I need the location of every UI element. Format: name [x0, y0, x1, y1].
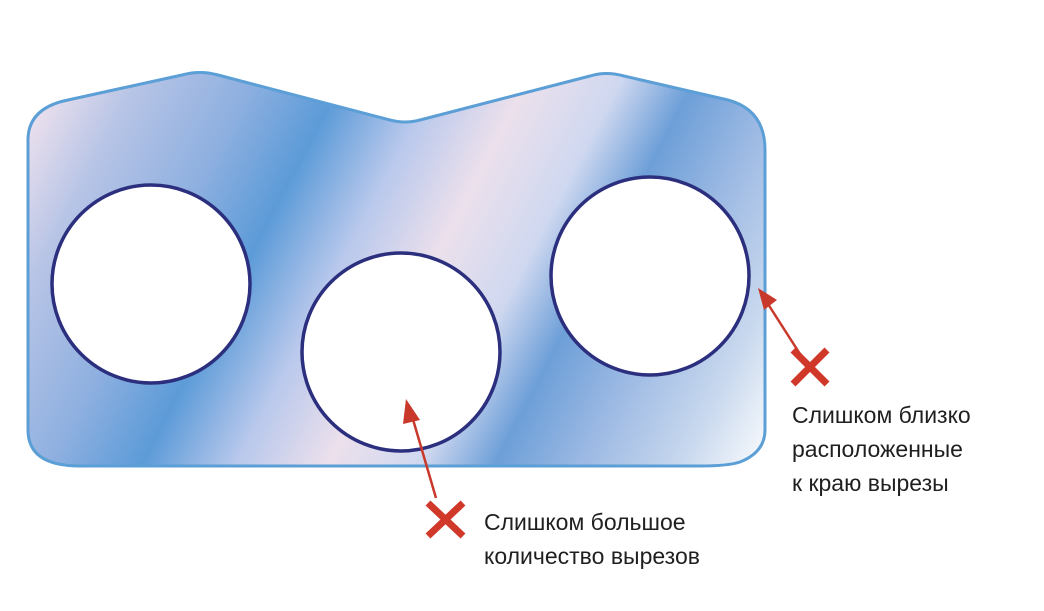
arrow-icon	[403, 399, 438, 499]
cross-icon	[425, 500, 466, 539]
callout-edge-proximity: Слишком близко расположенные к краю выре…	[792, 398, 971, 500]
cutout-hole-right	[549, 175, 751, 377]
callout-too-many-cutouts: Слишком большое количество вырезов	[484, 505, 700, 573]
callout-edge-line-3: к краю вырезы	[792, 470, 949, 496]
cutout-hole-middle	[300, 251, 502, 453]
callout-edge-line-2: расположенные	[792, 436, 963, 462]
cross-icon	[790, 347, 830, 387]
arrow-icon	[758, 288, 802, 355]
callout-count-line-2: количество вырезов	[484, 543, 700, 569]
callout-count-line-1: Слишком большое	[484, 509, 686, 535]
callout-edge-line-1: Слишком близко	[792, 402, 971, 428]
cutout-hole-left	[50, 183, 252, 385]
